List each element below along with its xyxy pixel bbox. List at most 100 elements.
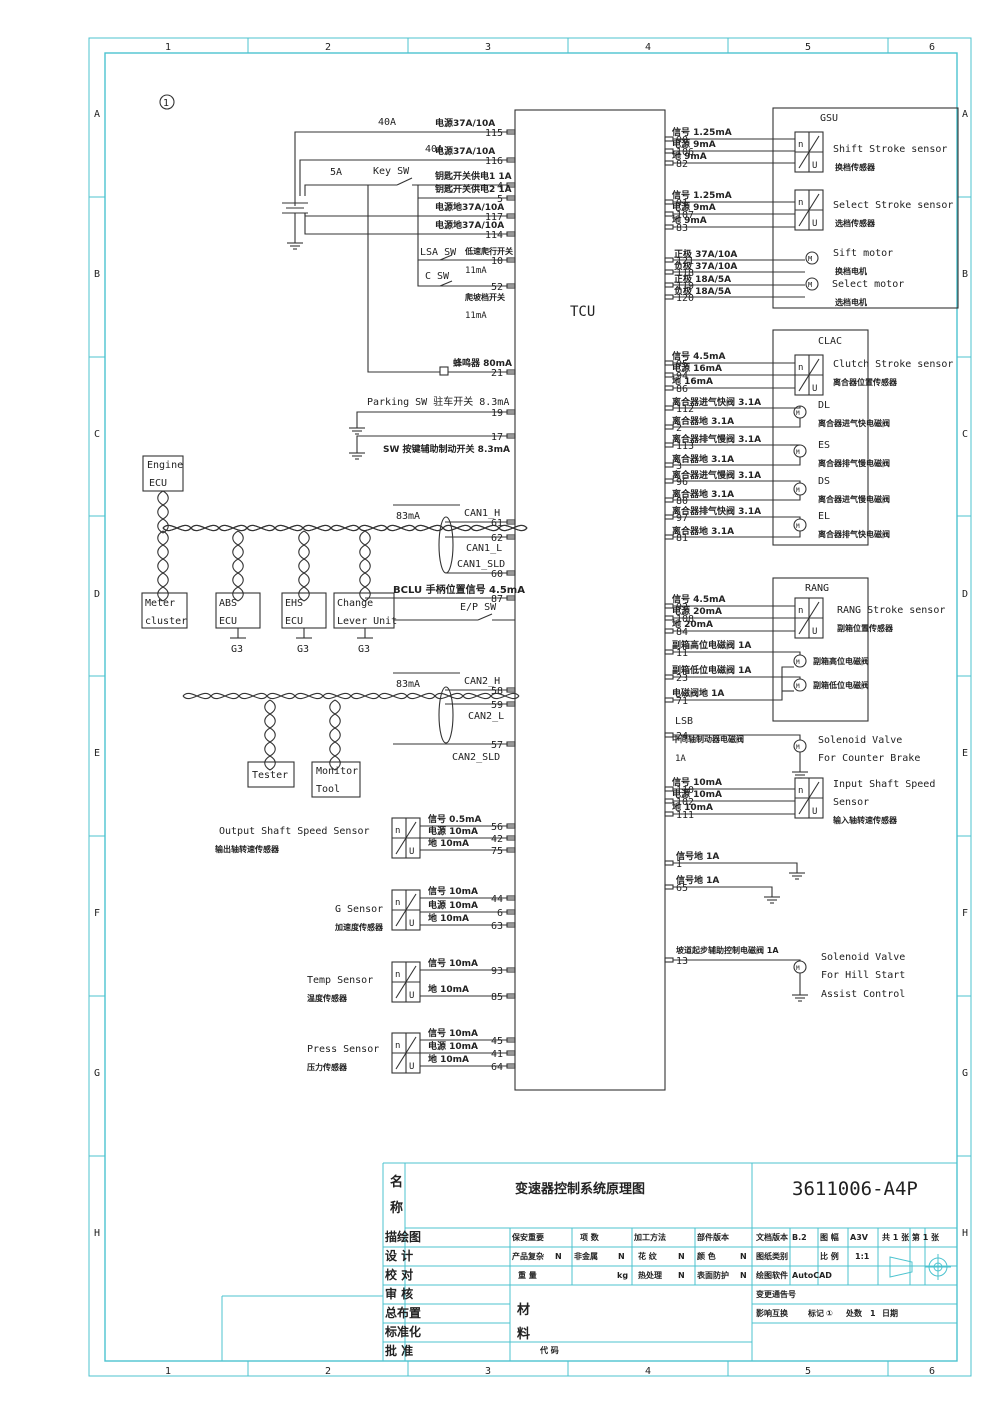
pin-number: 82: [676, 159, 688, 170]
pin-number: 102: [676, 797, 694, 808]
power-line-label: 电源地37A/10A: [435, 219, 504, 231]
clutch-sensor-name: Clutch Stroke sensor: [833, 359, 953, 370]
signal-ground-label: 信号地 1A: [676, 874, 719, 886]
lsa-switch-label: LSA SW: [420, 247, 457, 258]
wire: [790, 418, 801, 428]
sensor-n: n: [798, 606, 803, 616]
left-sensor-name: Output Shaft Speed Sensor: [219, 826, 370, 837]
rang-ground-label: 电磁阀地 1A: [672, 687, 724, 699]
sensor-line-label: 信号 10mA: [428, 1027, 478, 1039]
pin-number: 93: [491, 966, 503, 977]
pin-number: 90: [676, 135, 688, 146]
pin-number: 106: [676, 147, 694, 158]
pin-number: 63: [491, 921, 503, 932]
title-block-cell: 变更通告号: [756, 1289, 796, 1299]
pin-stub: [664, 269, 674, 275]
column-label: 3: [485, 1366, 491, 1377]
pin-number: 58: [491, 686, 503, 697]
pin-number: 118: [676, 268, 694, 279]
row-label: G: [94, 1068, 100, 1079]
wire: [673, 959, 801, 961]
title-block-cell: 产品复杂: [512, 1251, 544, 1261]
title-block-cell: 项 数: [580, 1232, 600, 1242]
motor-line-label: 负极 18A/5A: [674, 285, 731, 297]
pin-number: 10: [491, 256, 503, 267]
rang-valve-icon: [793, 678, 807, 692]
sensor-u: U: [409, 847, 414, 857]
twisted-pair: [162, 524, 528, 532]
approval-role: 描绘图: [385, 1229, 421, 1244]
c-switch-current: 11mA: [465, 311, 487, 321]
clac-valve-label: 离合器排气慢阀 3.1A: [672, 433, 761, 445]
lsa-current: 11mA: [465, 266, 487, 276]
title-block-cell: 花 纹: [638, 1251, 658, 1261]
sensor-diagonal: [395, 821, 417, 855]
rang-title: RANG: [805, 583, 829, 594]
code-label: 代 码: [539, 1345, 559, 1355]
switch-contact: [439, 254, 453, 261]
can2-sld-label: CAN2_SLD: [452, 752, 500, 763]
can-node-label: Meter: [145, 598, 175, 609]
approval-role: 校 对: [385, 1267, 413, 1282]
row-label: D: [962, 589, 968, 600]
pin-number: 111: [676, 810, 694, 821]
column-label: 4: [645, 42, 651, 53]
name-label: 名: [390, 1174, 403, 1190]
select-sensor-name: Select Stroke sensor: [833, 200, 953, 211]
sensor-n: n: [395, 898, 400, 908]
drawing-code: 3611006-A4P: [792, 1178, 918, 1200]
column-label: 1: [165, 1366, 171, 1377]
pin-number: 116: [485, 156, 503, 167]
title-block-cell: 绘图软件: [756, 1270, 788, 1280]
sensor-n: n: [798, 198, 803, 208]
row-label: B: [962, 269, 968, 280]
clac-valve-icon: [793, 518, 807, 532]
title-block-cell: 图 幅: [820, 1232, 839, 1242]
c-switch-label: C SW: [425, 271, 450, 282]
shift-sensor-name: Shift Stroke sensor: [833, 144, 947, 155]
can-node-label: Lever Unit: [337, 616, 397, 627]
pin-number: 17: [491, 432, 503, 443]
title-block-cell: N: [618, 1252, 625, 1261]
wire: [673, 886, 773, 889]
column-label: 2: [325, 1366, 331, 1377]
rang-line-label: 地 20mA: [672, 618, 713, 630]
pin-stub: [506, 847, 516, 853]
bclu-label: BCLU 手柄位置信号 4.5mA: [393, 583, 525, 596]
twisted-pair-vertical: [157, 530, 169, 602]
clac-line-label: 信号 4.5mA: [672, 350, 725, 362]
twisted-pair-vertical: [298, 530, 310, 602]
title-block-cell: kg: [617, 1271, 628, 1280]
lsb-current: 1A: [675, 754, 686, 764]
shift-sensor-cn: 换档传感器: [835, 162, 876, 172]
title-block-cell: A3V: [850, 1233, 869, 1242]
can-node-box: [141, 592, 188, 629]
pin-number: 57: [491, 740, 503, 751]
sensor-line-label: 地 10mA: [428, 1053, 469, 1065]
sensor-diagonal: [798, 358, 820, 392]
brake-switch-label: SW 按键辅助制动开关 8.3mA: [383, 443, 510, 455]
clac-valve-name: DS: [818, 476, 830, 487]
power-line-label: 钥匙开关供电1 1A: [435, 170, 512, 182]
pin-number: 110: [676, 785, 694, 796]
left-sensor-cn: 温度传感器: [307, 993, 348, 1003]
pin-stub: [506, 741, 516, 747]
title-block-cell: 非金属: [574, 1251, 598, 1261]
material-label: 料: [517, 1326, 530, 1342]
title-block-cell: 影响互换: [756, 1308, 789, 1318]
column-label: 2: [325, 42, 331, 53]
rang-valve-label: 副箱高位电磁阀 1A: [672, 639, 751, 651]
pin-number: 3: [676, 461, 682, 472]
sensor-line-label: 地 10mA: [428, 912, 469, 924]
sensor-n: n: [395, 1041, 400, 1051]
buzzer-icon: [439, 366, 449, 376]
pin-number: 24: [676, 731, 688, 742]
clac-valve-icon: [793, 444, 807, 458]
wire: [673, 862, 798, 865]
column-label: 6: [929, 42, 935, 53]
valve-m: M: [796, 523, 800, 530]
row-label: F: [962, 908, 968, 919]
select-sensor-cn: 选档传感器: [835, 218, 876, 228]
column-label: 3: [485, 42, 491, 53]
